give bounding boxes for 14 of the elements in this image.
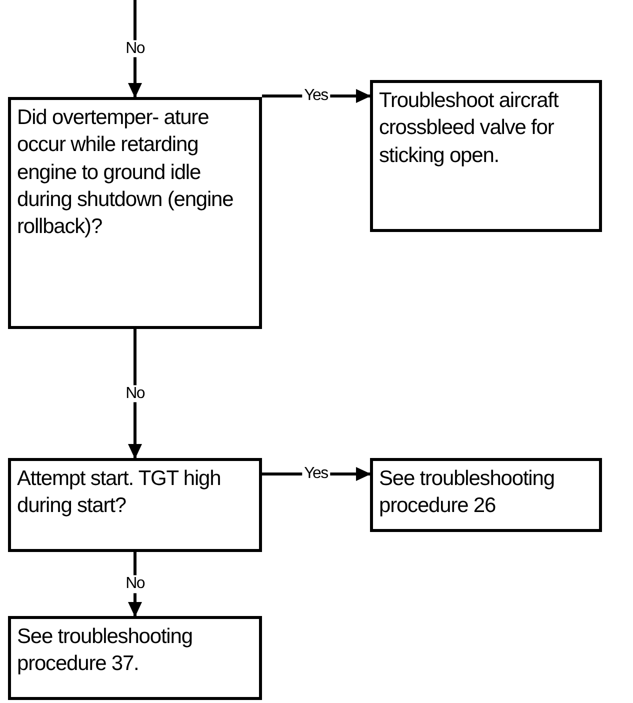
box-text: Troubleshoot aircraft crossbleed valve for sticking open. <box>379 88 560 169</box>
box-text: See troubleshooting procedure 37. <box>17 624 194 678</box>
box-text: See troubleshooting procedure 26 <box>379 466 556 520</box>
edge-label: No <box>124 40 146 58</box>
edge-label: No <box>124 575 146 593</box>
box-text: Did overtemper- ature occur while retarding engine to ground idle during shutdown (engine rollback)? <box>17 105 234 240</box>
process-box <box>8 97 262 329</box>
edge-label: No <box>124 384 146 402</box>
box-text: Attempt start. TGT high during start? <box>17 466 222 520</box>
process-box <box>8 458 262 552</box>
process-box <box>370 458 602 532</box>
process-box <box>8 616 262 700</box>
process-box <box>370 80 602 232</box>
arrow <box>128 329 142 459</box>
